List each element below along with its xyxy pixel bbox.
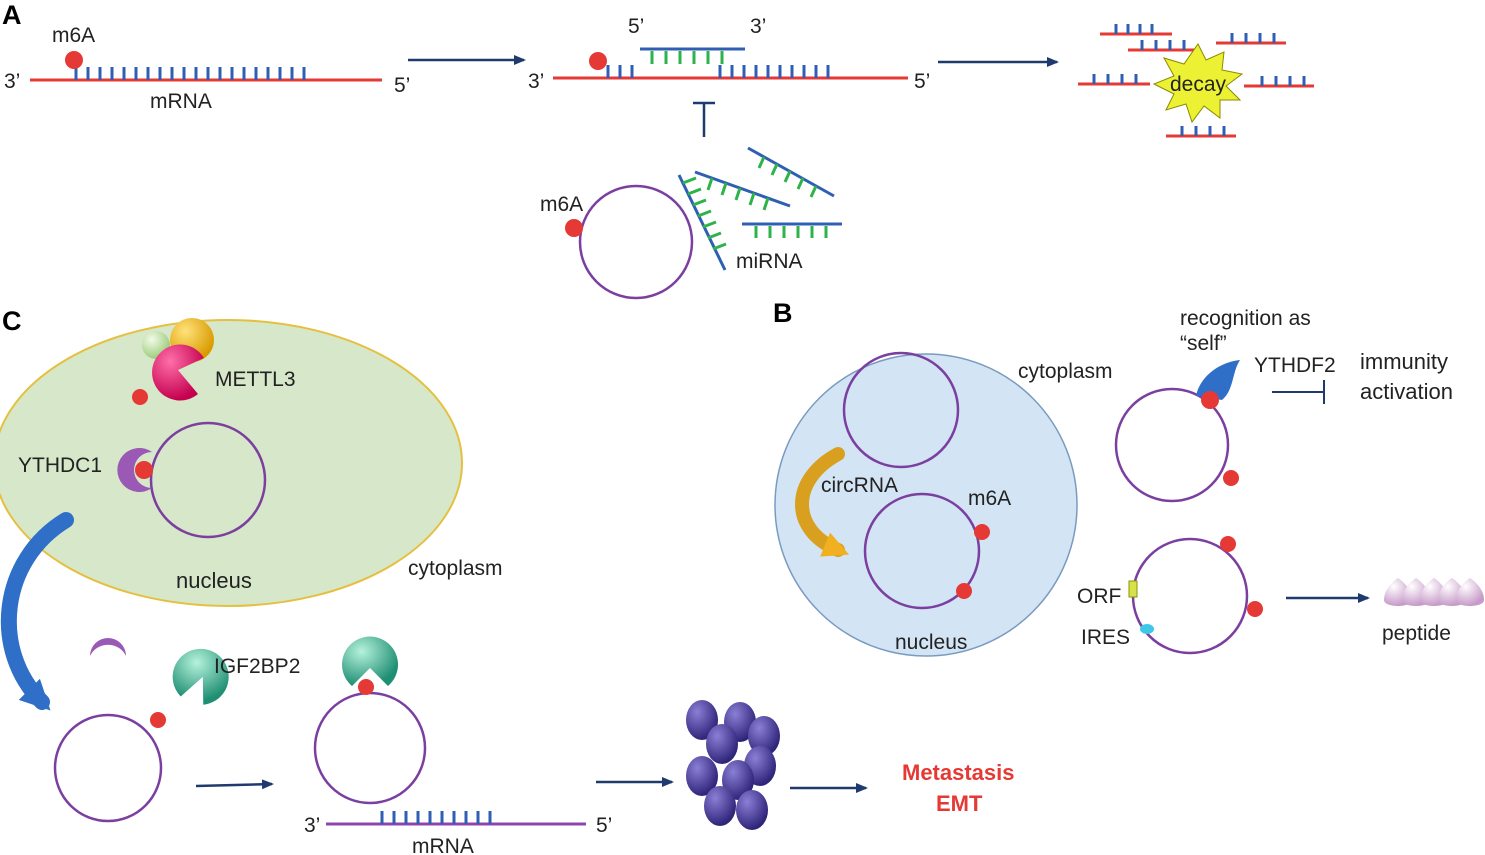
duplex-five-prime: 5’: [628, 15, 644, 38]
circrna-label: circRNA: [821, 474, 898, 497]
cytoplasm-label-b: cytoplasm: [1018, 360, 1113, 383]
decay-label: decay: [1170, 73, 1227, 96]
orf-label: ORF: [1077, 585, 1121, 608]
duplex-left-label: 3’: [528, 70, 544, 93]
ires-label: IRES: [1081, 626, 1130, 649]
panel-label-c: C: [2, 306, 22, 336]
m6a-label-a: m6A: [52, 24, 95, 47]
m6a-dot: [358, 679, 374, 695]
circrna-circle: [149, 421, 267, 539]
decay-burst: [1152, 43, 1244, 124]
inhibition-symbol: [693, 101, 715, 137]
duplex-right-label: 5’: [914, 70, 930, 93]
nucleus-label-b: nucleus: [895, 631, 967, 654]
mrna-mirna-duplex: [553, 47, 908, 80]
activation-label: activation: [1360, 379, 1453, 404]
mettl3-complex: [142, 318, 214, 401]
m6a-dot: [974, 524, 990, 540]
m6a-dot: [65, 51, 83, 69]
circrna-circle: [1131, 537, 1249, 655]
three-prime-label-c: 3’: [304, 814, 320, 837]
circrna-circle: [863, 492, 981, 610]
metastasis-label: Metastasis: [902, 760, 1015, 785]
ythdc1-released: [90, 638, 126, 656]
peptide-chain: [1384, 578, 1484, 606]
igf2bp2-bound: [342, 636, 399, 686]
ires-element: [1140, 624, 1154, 634]
m6a-dot: [1220, 536, 1236, 552]
circrna-circle: [313, 691, 427, 805]
circrna-circle: [53, 713, 163, 823]
m6a-dot: [589, 52, 607, 70]
panel-label-b: B: [773, 298, 793, 328]
mrna-strand-a: [30, 66, 382, 82]
mirna-label: miRNA: [736, 250, 803, 273]
m6a-dot: [1247, 601, 1263, 617]
m6a-label-b: m6A: [968, 487, 1011, 510]
protein-cluster: [686, 700, 780, 830]
mrna-label-a: mRNA: [150, 90, 212, 113]
m6a-dot: [135, 461, 153, 479]
inhibition-symbol-b: [1272, 380, 1325, 404]
export-arrow: [0, 512, 74, 711]
cytoplasm-circle: [774, 353, 1078, 657]
ythdf2-protein: [1196, 360, 1240, 400]
recognition-label: recognition as: [1180, 307, 1311, 330]
circrna-circle: [578, 184, 694, 300]
nucleus-ellipse: [0, 319, 463, 607]
cytoplasm-label-c: cytoplasm: [408, 557, 503, 580]
immunity-label: immunity: [1360, 349, 1448, 374]
ythdf2-label: YTHDF2: [1254, 354, 1336, 377]
igf2bp2-protein: [172, 648, 229, 705]
nucleus-label-c: nucleus: [176, 568, 252, 593]
circ-m6a-label: m6A: [540, 193, 583, 216]
three-prime-label-a: 3’: [4, 70, 20, 93]
circrna-circle: [1114, 387, 1230, 503]
circrna-circle: [842, 351, 960, 469]
m6a-dot: [565, 219, 583, 237]
ythdc1-label: YTHDC1: [18, 454, 102, 477]
ythdc1-protein: [117, 447, 152, 492]
m6a-dot: [956, 583, 972, 599]
emt-label: EMT: [936, 791, 983, 816]
mrna-strand-c: [326, 811, 586, 826]
export-arrow-b: [795, 447, 850, 557]
mettl3-label: METTL3: [215, 368, 296, 391]
panel-label-a: A: [2, 0, 22, 30]
decay-fragments: [1078, 24, 1314, 138]
m6a-dot: [150, 712, 166, 728]
orf-region: [1128, 580, 1138, 598]
m6a-dot: [1223, 470, 1239, 486]
five-prime-label-c: 5’: [596, 814, 612, 837]
five-prime-label-a: 5’: [394, 74, 410, 97]
m6a-dot: [132, 389, 148, 405]
arrow-c1: [195, 779, 274, 790]
mirna-strands: [677, 146, 842, 271]
duplex-three-prime: 3’: [750, 15, 766, 38]
igf2bp2-label: IGF2BP2: [214, 655, 300, 678]
m6a-dot: [1201, 391, 1219, 409]
mrna-label-c: mRNA: [412, 835, 474, 855]
self-label: “self”: [1180, 332, 1227, 355]
peptide-label: peptide: [1382, 622, 1451, 645]
